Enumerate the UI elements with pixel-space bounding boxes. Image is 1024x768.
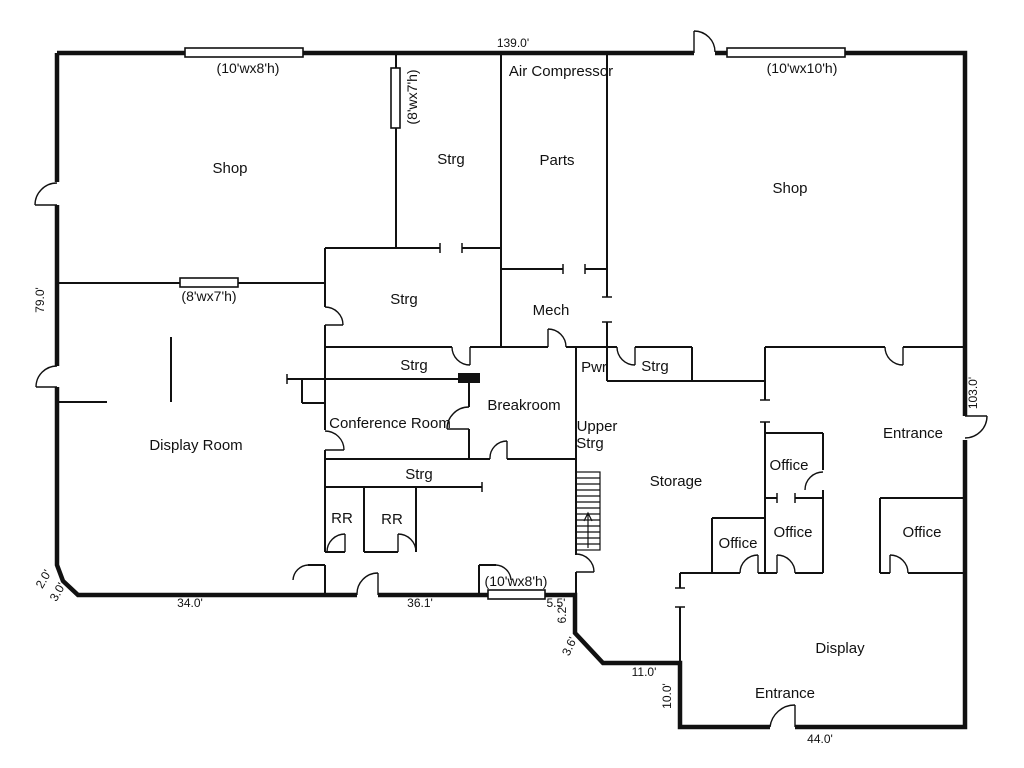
dim-bottom-3: 5.5'	[547, 596, 566, 610]
room-label-strg-pwr: Strg	[641, 358, 669, 375]
opening-label-garage-top-right: (10'wx10'h)	[767, 60, 838, 76]
room-label-pwr: Pwr	[581, 359, 607, 376]
room-label-entrance-front: Entrance	[755, 685, 815, 702]
room-label-office-right: Office	[903, 524, 942, 541]
room-label-rr-right: RR	[381, 511, 403, 528]
dim-jog-c: 11.0'	[632, 665, 657, 679]
room-label-display-room: Display Room	[149, 437, 242, 454]
dim-right: 103.0'	[966, 377, 980, 409]
stairs-up-arrow	[583, 511, 593, 548]
opening-label-garage-bottom: (10'wx8'h)	[485, 573, 548, 589]
room-label-parts: Parts	[539, 152, 574, 169]
room-label-storage: Storage	[650, 473, 703, 490]
garage-door-strg	[390, 67, 401, 129]
dim-bottom-1: 34.0'	[177, 596, 203, 610]
garage-door-top-right	[726, 47, 846, 58]
dim-left: 79.0'	[33, 287, 47, 313]
door-arcs	[34, 30, 988, 728]
dim-jog-d: 10.0'	[660, 683, 674, 709]
opening-label-garage-display: (8'wx7'h)	[181, 288, 236, 304]
garage-door-top-left	[184, 47, 304, 58]
room-label-upper-strg-1: Upper	[577, 418, 618, 435]
dim-jog-b: 3.6'	[559, 635, 580, 658]
room-label-office-top: Office	[770, 457, 809, 474]
dim-bottom-4: 44.0'	[807, 732, 833, 746]
room-label-office-left: Office	[719, 535, 758, 552]
garage-door-bottom	[487, 589, 546, 600]
dim-jog-a: 6.2'	[555, 605, 569, 624]
room-label-entrance-side: Entrance	[883, 425, 943, 442]
room-label-display: Display	[815, 640, 865, 657]
exterior-walls	[54, 50, 968, 730]
garage-doors	[179, 47, 846, 600]
stairs	[575, 471, 601, 551]
room-label-office-middle: Office	[774, 524, 813, 541]
room-label-strg-hall-upper: Strg	[400, 357, 428, 374]
room-label-conference: Conference Room	[329, 415, 451, 432]
room-label-mech: Mech	[533, 302, 570, 319]
room-label-breakroom: Breakroom	[487, 397, 560, 414]
wall-pilaster	[458, 373, 480, 383]
room-label-strg-center: Strg	[390, 291, 418, 308]
room-label-air-compressor: Air Compressor	[509, 63, 613, 80]
opening-ticks	[286, 243, 796, 608]
opening-label-garage-top-left: (10'wx8'h)	[217, 60, 280, 76]
opening-label-garage-strg: (8'wx7'h)	[404, 69, 420, 124]
room-label-shop-right: Shop	[772, 180, 807, 197]
room-label-strg-hall-lower: Strg	[405, 466, 433, 483]
garage-door-display	[179, 277, 239, 288]
dim-top: 139.0'	[497, 36, 529, 50]
room-label-rr-left: RR	[331, 510, 353, 527]
dim-bottom-2: 36.1'	[407, 596, 433, 610]
room-label-shop-left: Shop	[212, 160, 247, 177]
room-label-upper-strg-2: Strg	[576, 435, 604, 452]
interior-walls	[57, 53, 965, 663]
room-label-strg-top: Strg	[437, 151, 465, 168]
